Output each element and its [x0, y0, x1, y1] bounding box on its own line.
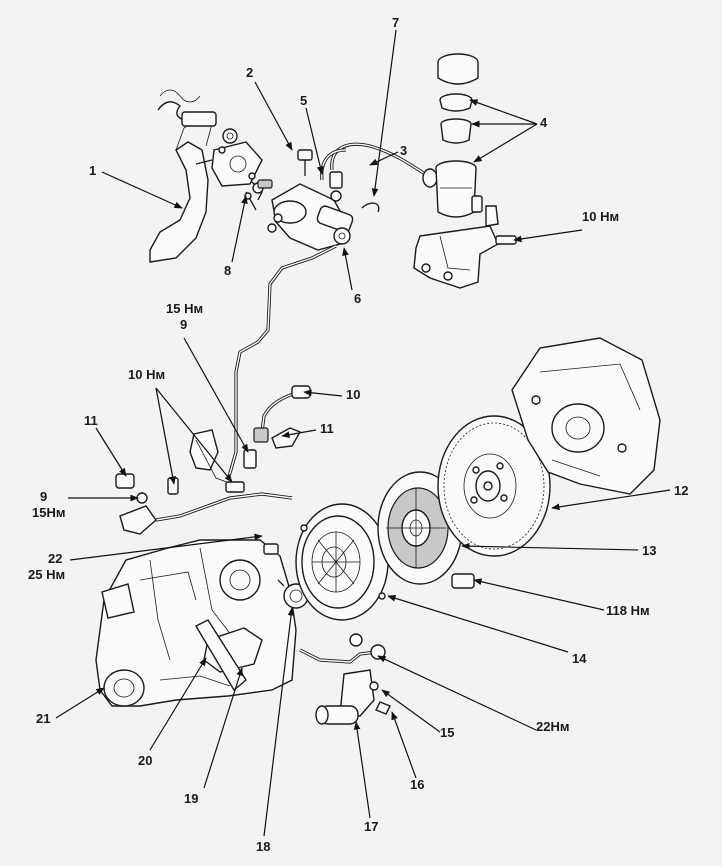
engine-block-plate — [511, 337, 661, 495]
callout-19: 19 — [184, 791, 199, 806]
callout-16: 16 — [410, 777, 425, 792]
clutch-pedal — [149, 89, 264, 263]
callout-22: 22 — [48, 551, 63, 566]
callout-11-left: 11 — [84, 413, 98, 428]
slave-cylinder — [299, 633, 391, 725]
torque-reservoir-bolt: 10 Нм — [582, 209, 620, 224]
callout-15: 15 — [440, 725, 455, 740]
torque-line-lower: 15Нм — [32, 505, 66, 520]
callout-8: 8 — [224, 263, 232, 278]
callout-13: 13 — [642, 543, 657, 558]
callout-2: 2 — [246, 65, 254, 80]
clutch-hydraulic-line — [115, 244, 337, 535]
callout-1: 1 — [89, 163, 97, 178]
callout-11-right: 11 — [320, 421, 334, 436]
callout-6: 6 — [354, 291, 362, 306]
leader-lines — [55, 29, 671, 837]
pressure-plate — [295, 503, 389, 621]
reservoir-hose — [320, 142, 438, 213]
callout-20: 20 — [138, 753, 153, 768]
callout-17: 17 — [364, 819, 379, 834]
callout-7: 7 — [392, 15, 400, 30]
callout-18: 18 — [256, 839, 271, 854]
callout-14: 14 — [572, 651, 587, 666]
reservoir — [413, 53, 517, 289]
callout-21: 21 — [36, 711, 51, 726]
torque-slave-line: 22Нм — [536, 719, 570, 734]
clutch-master-cylinder — [244, 149, 354, 251]
torque-flywheel: 118 Нм — [606, 603, 650, 618]
callout-9-upper: 9 — [180, 317, 188, 332]
torque-bracket-bolt: 10 Нм — [128, 367, 166, 382]
flywheel — [437, 415, 551, 589]
callout-9-lower: 9 — [40, 489, 48, 504]
callout-3: 3 — [400, 143, 408, 158]
torque-bolt-22: 25 Нм — [28, 567, 66, 582]
callout-12: 12 — [674, 483, 689, 498]
callout-10: 10 — [346, 387, 361, 402]
callout-4: 4 — [540, 115, 548, 130]
callout-5: 5 — [300, 93, 308, 108]
torque-line-upper: 15 Нм — [166, 301, 204, 316]
transmission-case — [95, 539, 297, 707]
